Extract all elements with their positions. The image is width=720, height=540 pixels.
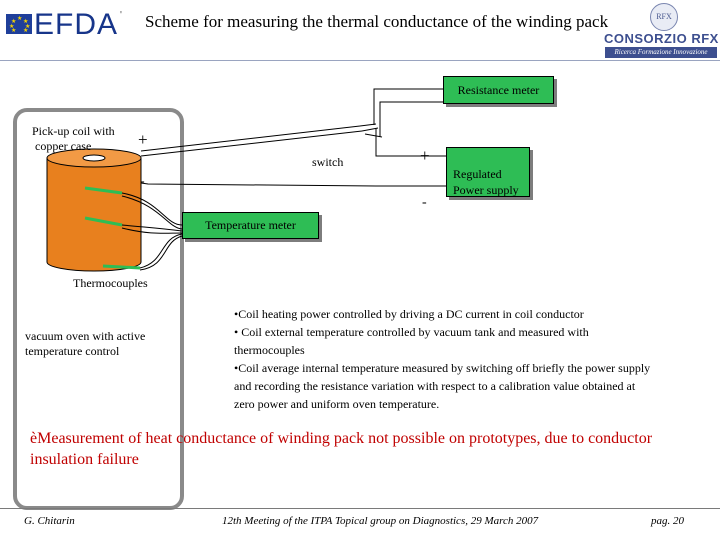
coil-plus-sign: + bbox=[138, 130, 148, 149]
switch-label: switch bbox=[312, 155, 344, 169]
rfx-logo: CONSORZIO RFX bbox=[604, 31, 719, 46]
footer-divider bbox=[0, 508, 720, 509]
oven-label-line1: vacuum oven with active bbox=[25, 329, 146, 343]
header-divider bbox=[0, 60, 720, 61]
supply-plus-sign: + bbox=[420, 146, 430, 165]
coil-label-line2: copper case bbox=[35, 139, 92, 153]
conclusion-text: Measurement of heat conductance of windi… bbox=[30, 430, 653, 468]
description-bullets: •Coil heating power controlled by drivin… bbox=[234, 305, 654, 413]
supply-minus-sign: - bbox=[422, 195, 427, 210]
arrow-right-icon: è bbox=[30, 430, 38, 447]
power-supply-box: Regulated Power supply bbox=[446, 147, 530, 197]
coil-label-line1: Pick-up coil with bbox=[32, 124, 115, 138]
efda-logo-mark: ' bbox=[120, 10, 122, 21]
eu-flag-icon: ★★★ ★★★★ bbox=[6, 14, 32, 34]
footer-author: G. Chitarin bbox=[24, 515, 75, 527]
oven-label-line2: temperature control bbox=[25, 344, 120, 358]
temperature-meter-box: Temperature meter bbox=[182, 212, 319, 239]
efda-logo: EFDA bbox=[34, 8, 119, 41]
coil-minus-sign: - bbox=[140, 174, 145, 189]
footer-meeting: 12th Meeting of the ITPA Topical group o… bbox=[222, 515, 539, 527]
thermocouples-label: Thermocouples bbox=[73, 276, 148, 290]
rfx-logo-subtitle: Ricerca Formazione Innovazione bbox=[605, 47, 717, 58]
conclusion-note: èMeasurement of heat conductance of wind… bbox=[30, 428, 690, 470]
resistance-meter-box: Resistance meter bbox=[443, 76, 554, 104]
power-supply-label: Regulated Power supply bbox=[453, 167, 519, 197]
footer-page-number: pag. 20 bbox=[651, 515, 684, 527]
page-title: Scheme for measuring the thermal conduct… bbox=[145, 12, 609, 31]
rfx-emblem-icon: RFX bbox=[650, 3, 678, 31]
bullet-item: •Coil heating power controlled by drivin… bbox=[234, 307, 584, 321]
bullet-item: • Coil external temperature controlled b… bbox=[234, 325, 589, 357]
bullet-item: •Coil average internal temperature measu… bbox=[234, 361, 651, 411]
